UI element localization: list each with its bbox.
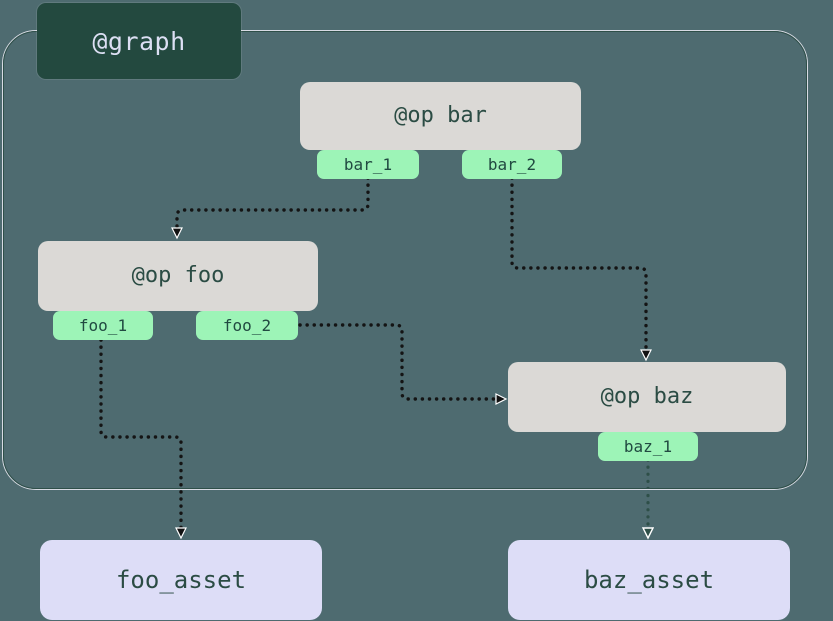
output-pill-baz-1-label: baz_1 xyxy=(623,437,673,456)
op-node-foo-label: @op foo xyxy=(131,262,225,288)
op-node-foo[interactable]: @op foo xyxy=(38,241,318,311)
output-pill-bar-1[interactable]: bar_1 xyxy=(317,150,419,179)
op-node-baz-label: @op baz xyxy=(600,383,694,409)
asset-node-baz-asset-label: baz_asset xyxy=(583,566,715,594)
graph-container xyxy=(2,30,808,490)
output-pill-foo-1-label: foo_1 xyxy=(78,316,128,335)
graph-container-inner-border xyxy=(3,31,807,489)
output-pill-foo-2[interactable]: foo_2 xyxy=(196,311,298,340)
output-pill-bar-2-label: bar_2 xyxy=(487,155,537,174)
op-node-baz[interactable]: @op baz xyxy=(508,362,786,432)
op-node-bar-label: @op bar xyxy=(394,102,487,128)
output-pill-baz-1[interactable]: baz_1 xyxy=(598,432,698,461)
op-node-bar[interactable]: @op bar xyxy=(300,82,581,150)
asset-node-foo-asset[interactable]: foo_asset xyxy=(40,540,322,620)
graph-label[interactable]: @graph xyxy=(37,3,241,79)
output-pill-bar-2[interactable]: bar_2 xyxy=(462,150,562,179)
output-pill-bar-1-label: bar_1 xyxy=(343,155,393,174)
asset-node-foo-asset-label: foo_asset xyxy=(115,566,247,594)
output-pill-foo-1[interactable]: foo_1 xyxy=(53,311,153,340)
output-pill-foo-2-label: foo_2 xyxy=(222,316,272,335)
asset-node-baz-asset[interactable]: baz_asset xyxy=(508,540,790,620)
